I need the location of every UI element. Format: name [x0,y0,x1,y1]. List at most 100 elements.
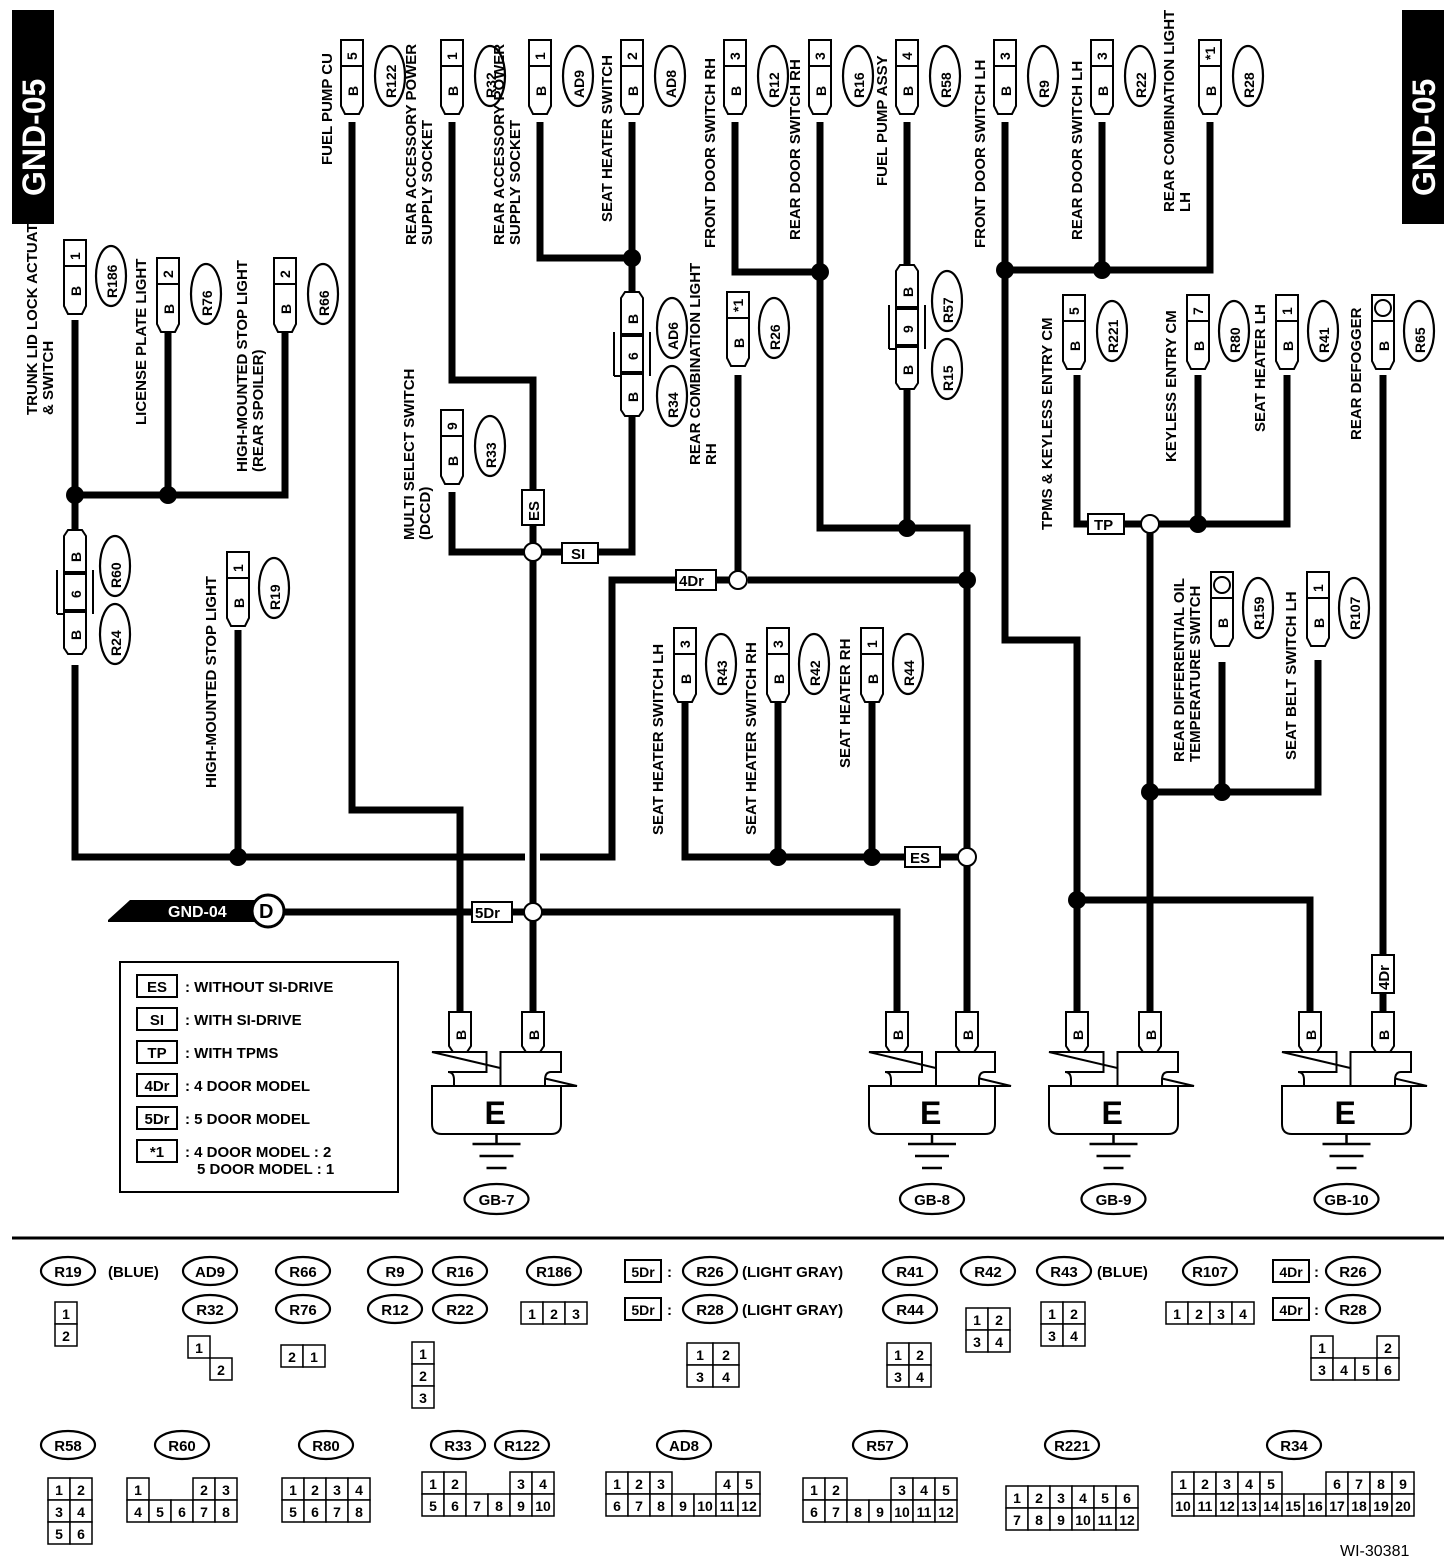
connector-label: FUEL PUMP ASSY [874,55,891,186]
junctions [66,249,1231,922]
pin-cell [411,1385,435,1409]
key-note: (BLUE) [108,1264,159,1281]
connector-id-oval [1231,44,1265,108]
ground-symbol [1089,1134,1138,1170]
key-oval [1324,1293,1382,1325]
legend-text: : WITH TPMS [185,1045,278,1062]
key-label: R221 [1054,1438,1090,1455]
legend-code-box [136,1106,178,1130]
pin-cell-number: 19 [1373,1498,1389,1514]
connector-label-line: SEAT HEATER SWITCH LH [650,644,667,835]
connector-label: SEAT HEATER SWITCH RH [743,642,760,835]
key-label: R12 [381,1302,409,1319]
key-tag-text: 5Dr [631,1302,655,1318]
ground-symbol [472,1134,521,1170]
tag-es-vertical: ES [521,489,545,526]
pin-cell-number: 9 [1057,1512,1065,1528]
pin-cell-number: 3 [898,1482,906,1498]
joint-id-oval [930,337,964,401]
joint-body-top [895,264,919,308]
connector-label-line: SEAT HEATER LH [1252,304,1269,432]
key-oval [525,1255,583,1287]
pin-cell-number: 7 [1013,1512,1021,1528]
connector-label-line: SUPPLY SOCKET [507,120,524,245]
connector-label: REAR DEFOGGER [1348,307,1365,440]
connector-id-oval [1217,299,1251,363]
pin-cell-number: 6 [1384,1362,1392,1378]
key-label: R43 [1050,1264,1078,1281]
connector-label-line: FRONT DOOR SWITCH RH [702,58,719,248]
connector-label-line: HIGH-MOUNTED STOP LIGHT [203,576,220,788]
connector-id-oval [757,296,791,360]
wire-color: B [900,365,916,375]
ground-id: GB-9 [1096,1192,1132,1209]
wire-color: B [445,86,461,96]
connector-body [620,65,644,115]
pin-cell-number: 5 [942,1482,950,1498]
pin-cell-number: 1 [419,1346,427,1362]
key-oval [431,1255,489,1287]
pin-number: 5 [344,52,360,60]
key-ad8: AD8 [655,1429,713,1461]
connector-label-line: MULTI SELECT SWITCH [401,369,418,540]
pin-cell-number: 11 [917,1504,932,1520]
legend-code-box [136,1139,178,1163]
connector-id: R33 [483,442,499,468]
pin-number: 1 [1310,584,1326,592]
key-label: R16 [446,1264,474,1281]
connector-id: R107 [1347,596,1363,630]
key-oval [851,1429,909,1461]
key-label: R26 [1339,1264,1367,1281]
pin-cell-number: 8 [657,1498,665,1514]
grid-r19: 12 [54,1301,78,1347]
pin-cell-number: 17 [1329,1498,1345,1514]
pin-number: 2 [160,270,176,278]
legend-text: : 5 DOOR MODEL [185,1111,310,1128]
pin-cell-number: 7 [473,1498,481,1514]
key-r12: R12 [366,1293,424,1325]
connector-label-line: REAR DOOR SWITCH RH [787,59,804,240]
pin-cell-number: 8 [222,1504,230,1520]
key-r41: R41 [881,1255,939,1287]
wire-color: B [813,86,829,96]
wire-color: B [890,1030,906,1040]
joint-bracket [888,305,926,350]
pin-cell-number: 4 [723,1476,731,1492]
pin-cell-number: 1 [310,1349,318,1365]
pin-cell-number: 3 [1318,1362,1326,1378]
svg-text:ES: ES [526,501,543,521]
pin-cell-number: 15 [1285,1498,1301,1514]
pin-cell-number: 2 [722,1347,730,1363]
joint-body-bottom [63,611,87,655]
pin-cell-number: 12 [938,1504,954,1520]
pin-number: 1 [864,640,880,648]
svg-text:5Dr: 5Dr [475,905,500,922]
key-tag-text: 4Dr [1279,1302,1303,1318]
connector-body [1371,320,1395,370]
gnd04-reference: GND-04 D [108,893,286,929]
pin-cell-number: 7 [1355,1476,1363,1492]
pin-cell-number: 2 [635,1476,643,1492]
pin-cell-number: 11 [1198,1498,1213,1514]
wire-color: B [445,456,461,466]
connector-id: R28 [1241,72,1257,98]
key-r186: R186 [525,1255,583,1287]
pin-cell-number: 3 [696,1369,704,1385]
wire-color: B [1067,341,1083,351]
connector-body [808,65,832,115]
key-r16: R16 [431,1255,489,1287]
pin-cell [1231,1301,1255,1325]
connector-id: R58 [938,72,954,98]
pin-number: 3 [997,52,1013,60]
ground-terminal-right [1349,1051,1412,1087]
ground-terminal-right [1116,1051,1179,1087]
key-r221: R221 [1043,1429,1101,1461]
key-note: (LIGHT GRAY) [742,1302,843,1319]
